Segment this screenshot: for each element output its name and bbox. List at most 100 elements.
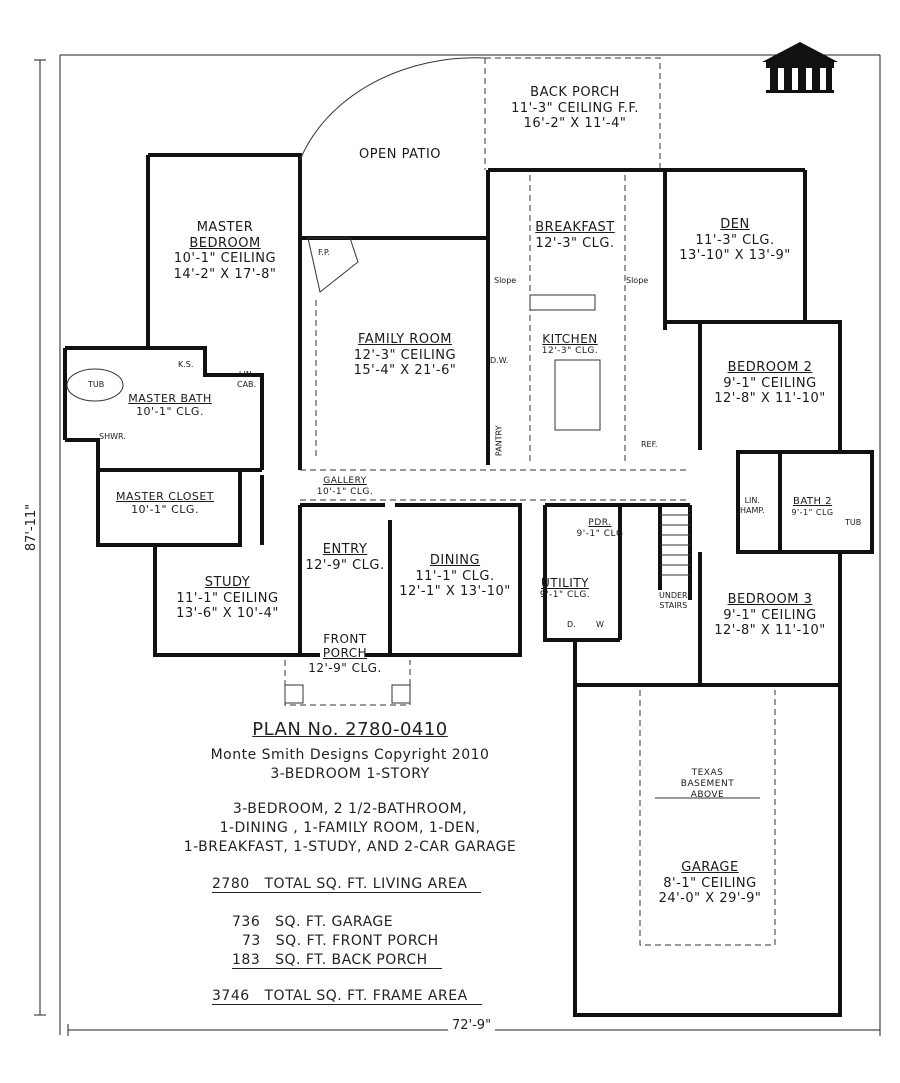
room-open-patio: OPEN PATIO [340,147,460,163]
back-porch-area-row: 183 SQ. FT. BACK PORCH [232,952,442,969]
plan-description-3: 1-BREAKFAST, 1-STUDY, AND 2-CAR GARAGE [183,838,517,855]
room-name: BEDROOM [189,235,261,251]
room-name: FAMILY ROOM [357,332,453,347]
room-name: MASTER [196,220,254,235]
room-bath-2: BATH 2 9'-1" CLG [785,496,840,518]
plan-description-1: 3-BEDROOM, 2 1/2-BATHROOM, [232,801,468,818]
linen-hamper-label: LIN. HAMP. [740,496,765,515]
room-name: DINING [429,553,481,568]
room-name: KITCHEN [542,332,598,346]
room-dining: DINING 11'-1" CLG. 12'-1" X 13'-10" [395,553,515,600]
pantry-label: PANTRY [494,425,504,457]
room-master-bath: MASTER BATH 10'-1" CLG. [125,392,215,418]
plan-summary: 3-BEDROOM 1-STORY [270,766,430,783]
room-size: 13'-6" X 10'-4" [176,606,279,622]
room-ceiling: 12'-3" CLG. [535,235,615,251]
room-ceiling: 10'-1" CLG. [136,405,204,419]
frame-area-value: 3746 [212,988,250,1004]
room-ceiling: 12'-3" CLG. [541,346,599,357]
room-ceiling: 9'-1" CLG. [539,590,591,601]
front-porch-area-row: 73 SQ. FT. FRONT PORCH [242,933,439,949]
room-name: GALLERY [323,476,367,486]
living-area-row: 2780 TOTAL SQ. FT. LIVING AREA [212,876,482,893]
room-size: 12'-8" X 11'-10" [714,623,826,639]
room-ceiling: 9'-1" CEILING [723,375,817,391]
room-name: GARAGE [681,860,739,875]
frame-area-label: TOTAL SQ. FT. FRAME AREA [264,988,468,1004]
room-size: 12'-8" X 11'-10" [714,391,826,407]
linen-cab-label: LIN. CAB. [237,370,257,389]
back-porch-area-label: SQ. FT. BACK PORCH [275,952,428,968]
room-name: FRONT [323,632,367,646]
under-stairs-label: UNDER STAIRS [659,591,688,610]
room-name: ENTRY [322,542,368,557]
room-name: UTILITY [540,576,590,590]
room-ceiling: 11'-3" CEILING F.F. [511,100,639,116]
frame-area-row: 3746 TOTAL SQ. FT. FRAME AREA [212,988,482,1005]
room-study: STUDY 11'-1" CEILING 13'-6" X 10'-4" [160,575,295,622]
room-name: BREAKFAST [535,220,615,235]
room-name: MASTER CLOSET [115,490,215,503]
garage-area-label: SQ. FT. GARAGE [275,914,394,930]
room-size: 12'-1" X 13'-10" [399,584,511,600]
ks-label: K.S. [178,360,194,369]
room-ceiling: 11'-1" CEILING [176,590,279,606]
room-ceiling: 12'-3" CEILING [353,347,457,363]
tub2-label: TUB [845,518,862,527]
room-ceiling: 11'-3" CLG. [695,232,775,248]
room-ceiling: 10'-1" CLG. [131,503,199,517]
washer-label: W [596,620,604,629]
room-name: MASTER BATH [128,392,212,405]
room-size: 15'-4" X 21'-6" [353,363,457,379]
room-size: 16'-2" X 11'-4" [523,116,627,132]
front-porch-area-label: SQ. FT. FRONT PORCH [275,933,439,949]
room-size: 24'-0" X 29'-9" [658,891,762,907]
room-size: 13'-10" X 13'-9" [679,248,791,264]
stairs-treads [660,514,690,576]
plan-description-2: 1-DINING , 1-FAMILY ROOM, 1-DEN, [219,819,481,836]
overall-depth-dimension: 87'-11" [24,503,40,552]
room-ceiling: 10'-1" CLG. [316,486,374,497]
room-back-porch: BACK PORCH 11'-3" CEILING F.F. 16'-2" X … [495,85,655,132]
dishwasher-label: D.W. [490,356,509,365]
room-ceiling: 11'-1" CLG. [415,568,495,584]
room-name: BACK PORCH [530,85,620,100]
room-size: 14'-2" X 17'-8" [173,266,277,282]
room-name: BEDROOM 3 [727,592,813,607]
room-ceiling: 10'-1" CEILING [173,251,277,267]
back-porch-area-value: 183 [232,952,261,968]
shower-label: SHWR. [99,432,126,441]
garage-area-row: 736 SQ. FT. GARAGE [232,914,393,930]
texas-basement-note: TEXAS BASEMENT ABOVE [680,768,735,800]
plan-info: PLAN No. 2780-0410 Monte Smith Designs C… [160,718,540,857]
dryer-label: D. [567,620,576,629]
room-entry: ENTRY 12'-9" CLG. [305,542,385,573]
room-master-bedroom: MASTER BEDROOM 10'-1" CEILING 14'-2" X 1… [155,220,295,282]
room-name: BATH 2 [792,496,833,507]
room-ceiling: 12'-9" CLG. [305,557,385,573]
room-bedroom-3: BEDROOM 3 9'-1" CEILING 12'-8" X 11'-10" [705,592,835,639]
room-name: OPEN PATIO [358,147,442,162]
garage-area-value: 736 [232,914,261,930]
room-garage: GARAGE 8'-1" CEILING 24'-0" X 29'-9" [645,860,775,907]
room-ceiling: 9'-1" CLG [576,528,624,539]
room-ceiling: 9'-1" CEILING [723,607,817,623]
room-bedroom-2: BEDROOM 2 9'-1" CEILING 12'-8" X 11'-10" [705,360,835,407]
room-kitchen: KITCHEN 12'-3" CLG. [530,332,610,357]
copyright: Monte Smith Designs Copyright 2010 [210,747,490,764]
room-name: STUDY [204,575,251,590]
room-ceiling: 8'-1" CEILING [663,875,757,891]
room-utility: UTILITY 9'-1" CLG. [530,576,600,601]
room-family-room: FAMILY ROOM 12'-3" CEILING 15'-4" X 21'-… [330,332,480,379]
slope-label-right: Slope [626,276,649,285]
living-area-label: TOTAL SQ. FT. LIVING AREA [264,876,468,892]
room-ceiling: 9'-1" CLG [791,508,834,517]
room-ceiling: 12'-9" CLG. [308,660,382,675]
room-powder: PDR. 9'-1" CLG [575,518,625,540]
room-name: BEDROOM 2 [727,360,813,375]
room-master-closet: MASTER CLOSET 10'-1" CLG. [105,490,225,516]
living-area-value: 2780 [212,876,250,892]
front-porch-area-value: 73 [242,933,261,949]
room-name: DEN [720,217,750,232]
